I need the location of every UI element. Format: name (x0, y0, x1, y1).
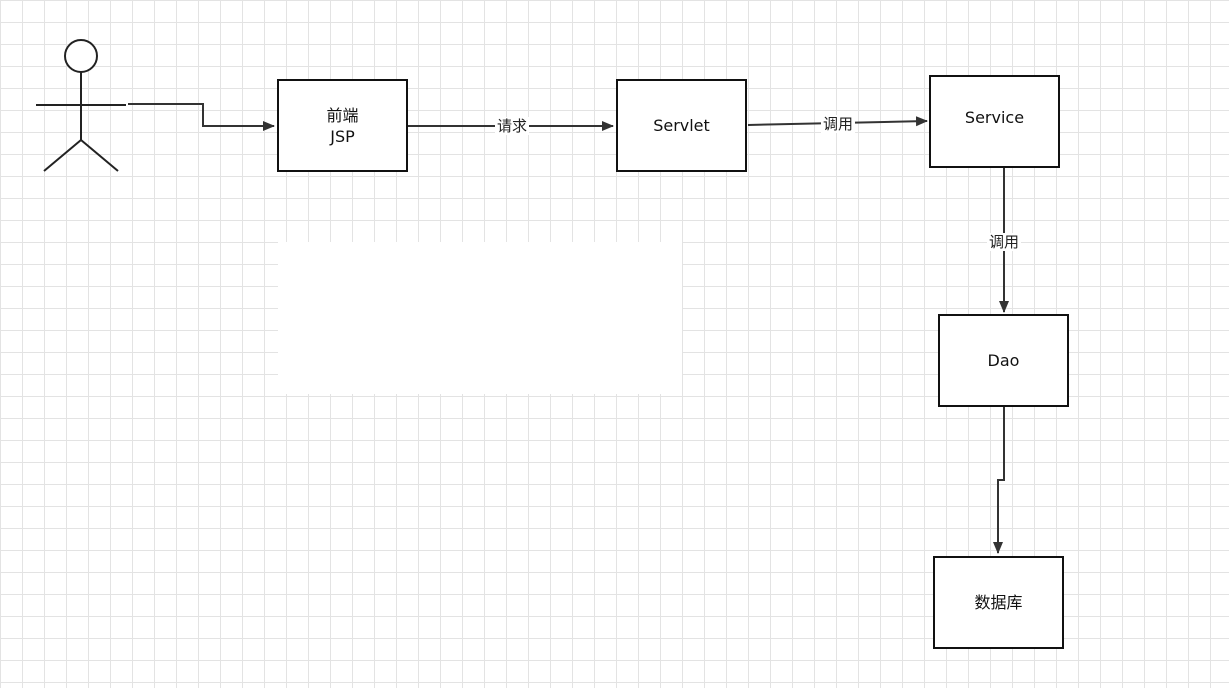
edge-label-invoke-service: 调用 (820, 115, 856, 133)
dao-node[interactable]: Dao (938, 314, 1069, 407)
blank-area (278, 242, 682, 394)
edge-label-request: 请求 (494, 117, 530, 135)
frontend-jsp-node[interactable]: 前端 JSP (277, 79, 408, 172)
edge-actor-to-frontend (128, 103, 275, 131)
dao-node-label: Dao (987, 351, 1020, 370)
frontend-node-label-line2: JSP (330, 126, 355, 146)
actor-icon (36, 39, 126, 172)
service-node[interactable]: Service (929, 75, 1060, 168)
database-node[interactable]: 数据库 (933, 556, 1064, 649)
service-node-label: Service (964, 108, 1025, 127)
frontend-node-label-line1: 前端 (326, 105, 359, 125)
servlet-node[interactable]: Servlet (616, 79, 747, 172)
servlet-node-label: Servlet (653, 116, 710, 135)
edge-label-invoke-dao: 调用 (986, 233, 1022, 251)
database-node-label: 数据库 (974, 593, 1023, 612)
edge-dao-to-database (993, 407, 1005, 554)
